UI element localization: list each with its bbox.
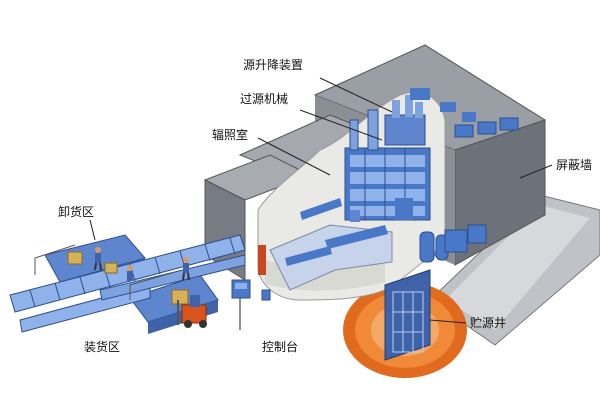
source-lift-mechanism [384,114,426,146]
maze-floor [269,224,393,291]
worker-figure [94,247,102,271]
label-loading-area: 装货区 [84,340,121,354]
label-irradiation-room: 辐照室 [212,128,249,142]
label-source-well: 贮源井 [470,316,507,330]
label-control-console: 控制台 [262,340,299,354]
lift-top-unit [410,88,430,100]
leader-lines [89,77,553,330]
forklift [177,295,207,328]
label-source-transfer: 过源机械 [240,92,289,106]
label-source-lift: 源升降装置 [243,58,304,72]
maze-conveyor [300,198,342,220]
roof-unit [454,124,474,138]
label-unloading-area: 卸货区 [58,205,95,219]
storage-tank [419,231,435,263]
cargo-box [67,251,83,265]
entrance-door [258,245,266,275]
label-shield-wall: 屏蔽墙 [556,158,593,172]
